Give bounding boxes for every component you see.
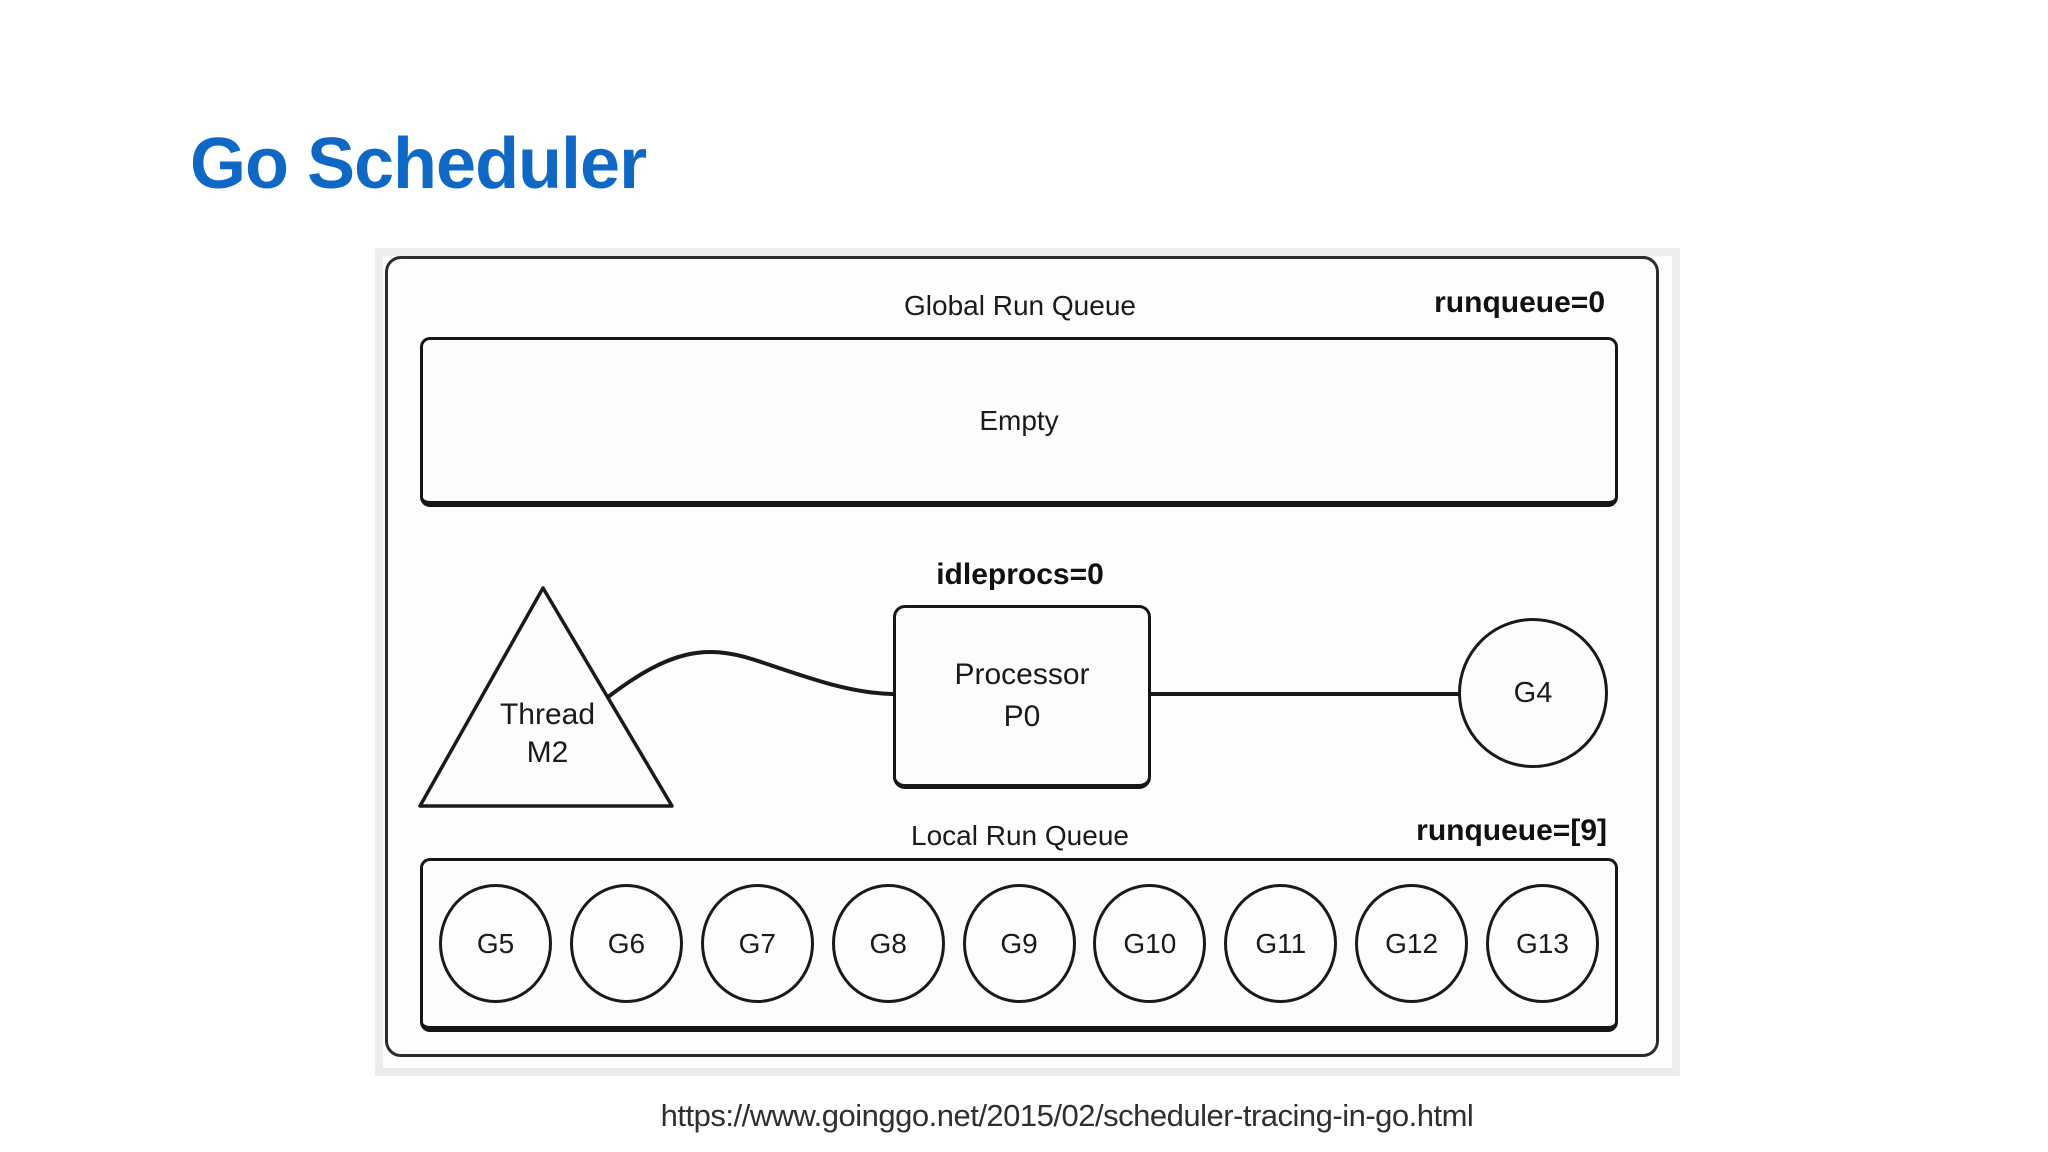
goroutine-circle: G13 — [1486, 884, 1599, 1003]
local-run-queue-label: Local Run Queue — [911, 820, 1129, 851]
thread-label-line2: M2 — [526, 736, 569, 769]
goroutine-circle: G11 — [1224, 884, 1338, 1003]
goroutine-circle: G5 — [439, 884, 552, 1003]
global-run-queue-label: Global Run Queue — [904, 290, 1136, 321]
idleprocs-stat: idleprocs=0 — [936, 558, 1104, 591]
thread-label: Thread M2 — [465, 696, 630, 772]
global-run-queue-content: Empty — [979, 404, 1059, 436]
processor-box: Processor P0 — [893, 605, 1151, 789]
goroutine-g4: G4 — [1458, 618, 1608, 768]
processor-label-line2: P0 — [1003, 700, 1041, 733]
processor-label-line1: Processor — [954, 658, 1090, 691]
global-runqueue-stat: runqueue=0 — [1434, 286, 1605, 319]
thread-to-processor-curve — [606, 650, 895, 699]
goroutine-circle: G6 — [569, 884, 683, 1003]
goroutine-circle: G12 — [1355, 884, 1469, 1003]
source-url: https://www.goinggo.net/2015/02/schedule… — [660, 1098, 1474, 1133]
global-run-queue-box: Empty — [420, 337, 1618, 507]
goroutine-circle: G9 — [962, 884, 1076, 1003]
scheduler-diagram: Global Run Queue runqueue=0 Empty idlepr… — [375, 248, 1680, 1076]
goroutine-circle: G7 — [700, 884, 814, 1003]
local-run-queue-box: G5 G6 G7 G8 G9 G10 G11 G12 G13 — [420, 858, 1618, 1032]
connector-lines — [418, 586, 1460, 808]
local-runqueue-stat: runqueue=[9] — [1416, 814, 1607, 847]
goroutine-circle: G8 — [831, 884, 945, 1003]
page-title: Go Scheduler — [190, 124, 647, 204]
goroutine-circle: G10 — [1093, 884, 1207, 1003]
thread-label-line1: Thread — [499, 698, 596, 731]
goroutine-g4-label: G4 — [1513, 676, 1553, 709]
